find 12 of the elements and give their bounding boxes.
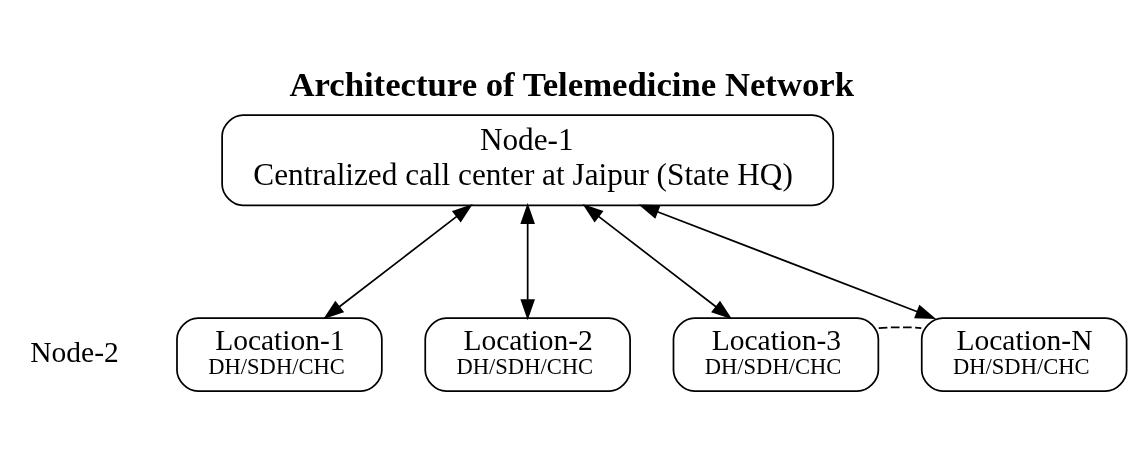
node-box: Location-1 DH/SDH/CHC xyxy=(176,317,383,392)
node-box: Node-1 Centralized call center at Jaipur (State HQ) xyxy=(221,114,835,207)
arrow xyxy=(323,204,473,320)
node-box: Location-2 DH/SDH/CHC xyxy=(424,317,631,392)
diagram-title: Architecture of Telemedicine Network xyxy=(289,64,855,104)
label: Node-2 xyxy=(30,335,119,368)
node-box: Location-3 DH/SDH/CHC xyxy=(672,317,880,392)
arrow xyxy=(582,204,733,320)
arrow xyxy=(520,203,535,321)
arrow xyxy=(638,204,937,319)
node-box: Location-N DH/SDH/CHC xyxy=(920,317,1128,392)
connector xyxy=(877,326,923,329)
